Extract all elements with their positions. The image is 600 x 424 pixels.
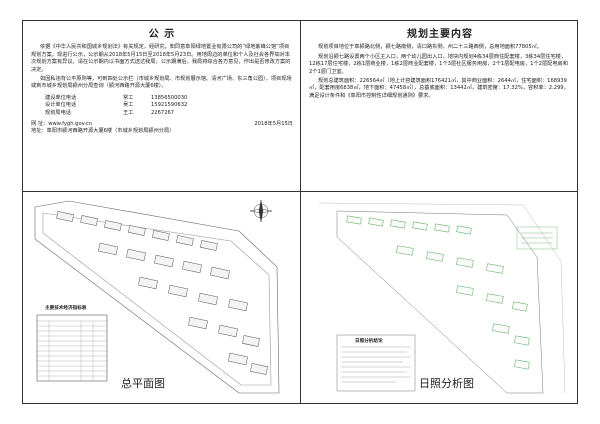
notice-date: 2018年5月15日	[254, 121, 293, 128]
contact-role: 规划局电话	[45, 109, 71, 116]
notice-address: 地址：阜阳市颍河西路开源大厦6楼（市城乡规划局颍州分局）	[31, 128, 175, 135]
plan-paragraph-3: 规划总建筑面积：226564㎡（地上计容建筑面积176421㎡，其中商业面积：2…	[309, 78, 569, 99]
notice-panel: 公 示 依据《中华人民共和国城乡规划法》有关规定，经研究，知同意阜阳绿地置业有限…	[31, 27, 293, 187]
contact-role: 设计单位电话	[45, 102, 77, 109]
horizontal-divider	[23, 191, 577, 192]
compass-icon	[249, 199, 273, 223]
sunlight-analysis-drawing	[318, 202, 566, 394]
plan-paragraph-1: 规划项目地位于阜颍路北侧，颍七路南侧，清口路东侧，州二十三路西侧，总用地面积77…	[318, 44, 543, 51]
tech-table-title: 主要技术经济指标表	[45, 306, 87, 311]
contact-label: 王工	[123, 109, 134, 116]
contact-phone: 13856500030	[151, 94, 188, 101]
plan-title: 规划主要内容	[407, 29, 473, 40]
contact-row: 建设单位电话 常工 13856500030	[45, 95, 293, 102]
vertical-divider	[300, 21, 301, 403]
plan-paragraph-2: 规划沿颍七路设置两个小区主入口，两个幼儿园出入口，地块内规划4栋34层商住配套楼…	[309, 53, 568, 75]
sunlight-conclusion-title: 日照分析结论	[355, 339, 383, 344]
notice-footer: 网 址：www.fygh.gov.cn 2018年5月15日 地址：阜阳市颍河西…	[31, 121, 293, 136]
contact-row: 设计单位电话 吴工 15921590632	[45, 102, 293, 109]
sunlight-conclusion-box	[336, 334, 416, 392]
contact-phone: 15921590632	[151, 102, 188, 109]
plan-panel: 规划主要内容 规划项目地位于阜颍路北侧，颍七路南侧，清口路东侧，州二十三路西侧，…	[309, 27, 571, 187]
sunlight-analysis-caption: 日照分析图	[419, 377, 474, 390]
contact-list: 建设单位电话 常工 13856500030 设计单位电话 吴工 15921590…	[45, 95, 293, 117]
site-plan-drawing	[34, 199, 280, 394]
contact-row: 规划局电话 王工 2267267	[45, 110, 293, 117]
website-link: 网 址：www.fygh.gov.cn	[31, 121, 93, 128]
notice-paragraph-1: 依据《中华人民共和国城乡规划法》有关规定，经研究，知同意阜阳绿地置业有限公司的“…	[31, 44, 291, 73]
contact-role: 建设单位电话	[45, 94, 77, 101]
notice-paragraph-2: 如因私违背公平原则等，可到四处公示栏（市城乡规划局、市规划展示馆、清河广场、东三…	[31, 76, 292, 90]
contact-label: 吴工	[123, 102, 134, 109]
notice-board: 公 示 依据《中华人民共和国城乡规划法》有关规定，经研究，知同意阜阳绿地置业有限…	[22, 20, 578, 404]
notice-title: 公 示	[148, 29, 176, 40]
site-plan-caption: 总平面图	[121, 377, 165, 390]
contact-phone: 2267267	[151, 109, 175, 116]
technical-index-table	[36, 314, 108, 382]
contact-label: 常工	[123, 94, 134, 101]
